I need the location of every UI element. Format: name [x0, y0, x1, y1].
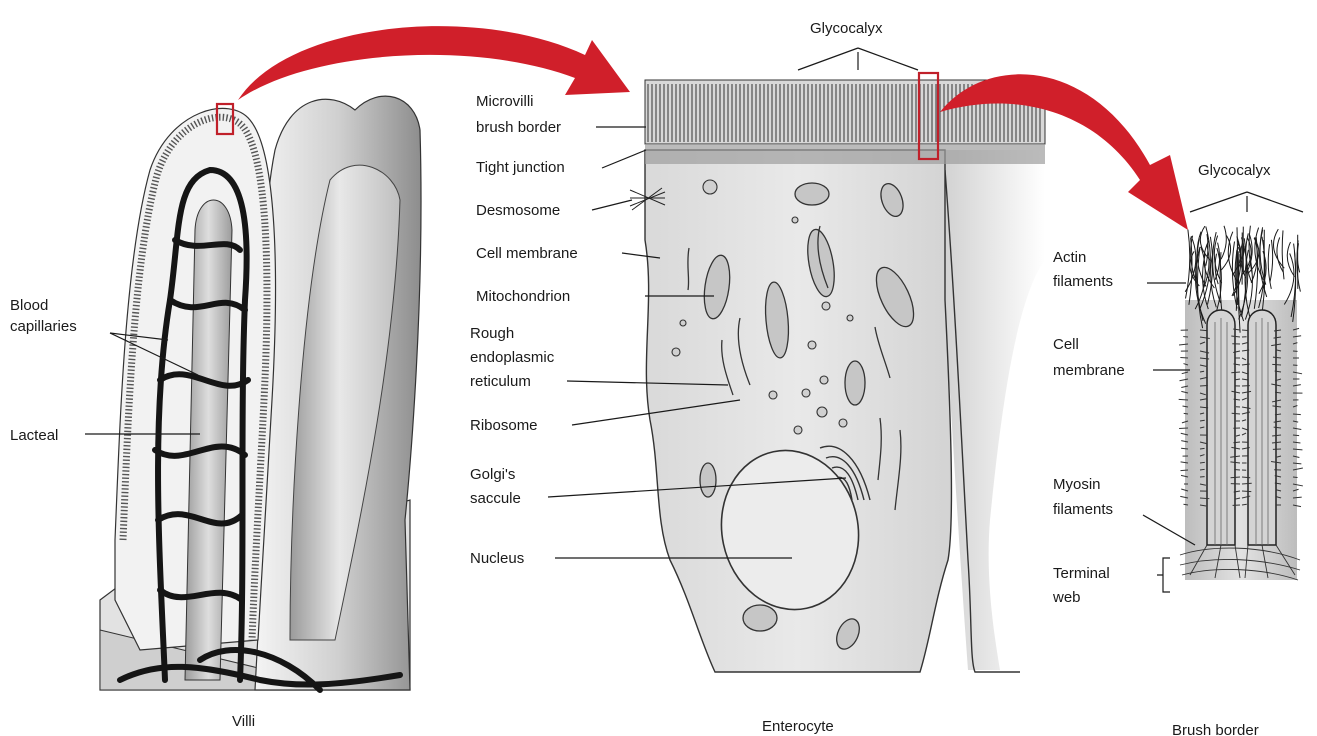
label-myosin-1: Myosin: [1053, 476, 1101, 493]
label-rough-er-3: reticulum: [470, 373, 531, 390]
label-terminal-web-2: web: [1052, 589, 1081, 606]
membrane-fuzz: [1184, 413, 1188, 414]
membrane-fuzz: [1272, 364, 1281, 365]
arrow-villi-to-enterocyte: [238, 26, 630, 100]
membrane-fuzz: [1293, 435, 1299, 436]
membrane-fuzz: [1200, 462, 1205, 463]
label-lacteal: Lacteal: [10, 427, 58, 444]
label-rough-er-2: endoplasmic: [470, 349, 555, 366]
enterocyte-illustration: [630, 73, 1045, 672]
label-blood-capillaries-1: Blood: [10, 297, 48, 314]
membrane-fuzz: [1293, 414, 1301, 415]
membrane-fuzz: [1200, 385, 1208, 386]
membrane-fuzz: [1179, 399, 1188, 400]
label-microvilli-1: Microvilli: [476, 93, 534, 110]
label-golgi-2: saccule: [470, 490, 521, 507]
actin-filament: [1284, 253, 1294, 304]
membrane-fuzz: [1180, 470, 1188, 471]
caption-brush-border: Brush border: [1172, 722, 1259, 736]
label-actin-1: Actin: [1053, 249, 1086, 266]
membrane-fuzz: [1200, 498, 1209, 499]
label-tight-junction: Tight junction: [476, 159, 565, 176]
actin-filament: [1213, 232, 1221, 303]
villi-labels: Blood capillaries Lacteal: [10, 297, 77, 444]
label-ribosome: Ribosome: [470, 417, 538, 434]
villi-illustration: [100, 96, 421, 690]
label-brush-cell-membrane-1: Cell: [1053, 336, 1079, 353]
label-glycocalyx: Glycocalyx: [810, 20, 883, 37]
label-rough-er-1: Rough: [470, 325, 514, 342]
caption-enterocyte: Enterocyte: [762, 718, 834, 735]
caption-villi: Villi: [232, 713, 255, 730]
brush-border-illustration: [1179, 226, 1303, 580]
label-actin-2: filaments: [1053, 273, 1113, 290]
membrane-fuzz: [1200, 448, 1205, 449]
terminal-band: [645, 144, 1045, 164]
actin-filament: [1221, 226, 1226, 259]
panel-captions: Villi Enterocyte Brush border: [232, 713, 1259, 736]
label-golgi-1: Golgi's: [470, 466, 515, 483]
membrane-fuzz: [1200, 420, 1205, 421]
neighbor-cell: [938, 150, 1045, 670]
label-desmosome: Desmosome: [476, 202, 560, 219]
label-terminal-web-1: Terminal: [1053, 565, 1110, 582]
brush-body: [1185, 300, 1297, 580]
membrane-fuzz: [1293, 477, 1298, 478]
label-blood-capillaries-2: capillaries: [10, 318, 77, 335]
membrane-fuzz: [1242, 330, 1248, 331]
label-mitochondrion: Mitochondrion: [476, 288, 570, 305]
actin-filament: [1270, 240, 1273, 283]
membrane-fuzz: [1242, 491, 1251, 492]
label-microvilli-2: brush border: [476, 119, 561, 136]
label-myosin-2: filaments: [1053, 501, 1113, 518]
label-nucleus: Nucleus: [470, 550, 524, 567]
label-brush-cell-membrane-2: membrane: [1053, 362, 1125, 379]
label-cell-membrane: Cell membrane: [476, 245, 578, 262]
membrane-fuzz: [1200, 330, 1207, 331]
membrane-fuzz: [1242, 504, 1247, 505]
label-brush-glycocalyx: Glycocalyx: [1198, 162, 1271, 179]
actin-filament: [1185, 236, 1196, 292]
membrane-fuzz: [1200, 469, 1205, 470]
